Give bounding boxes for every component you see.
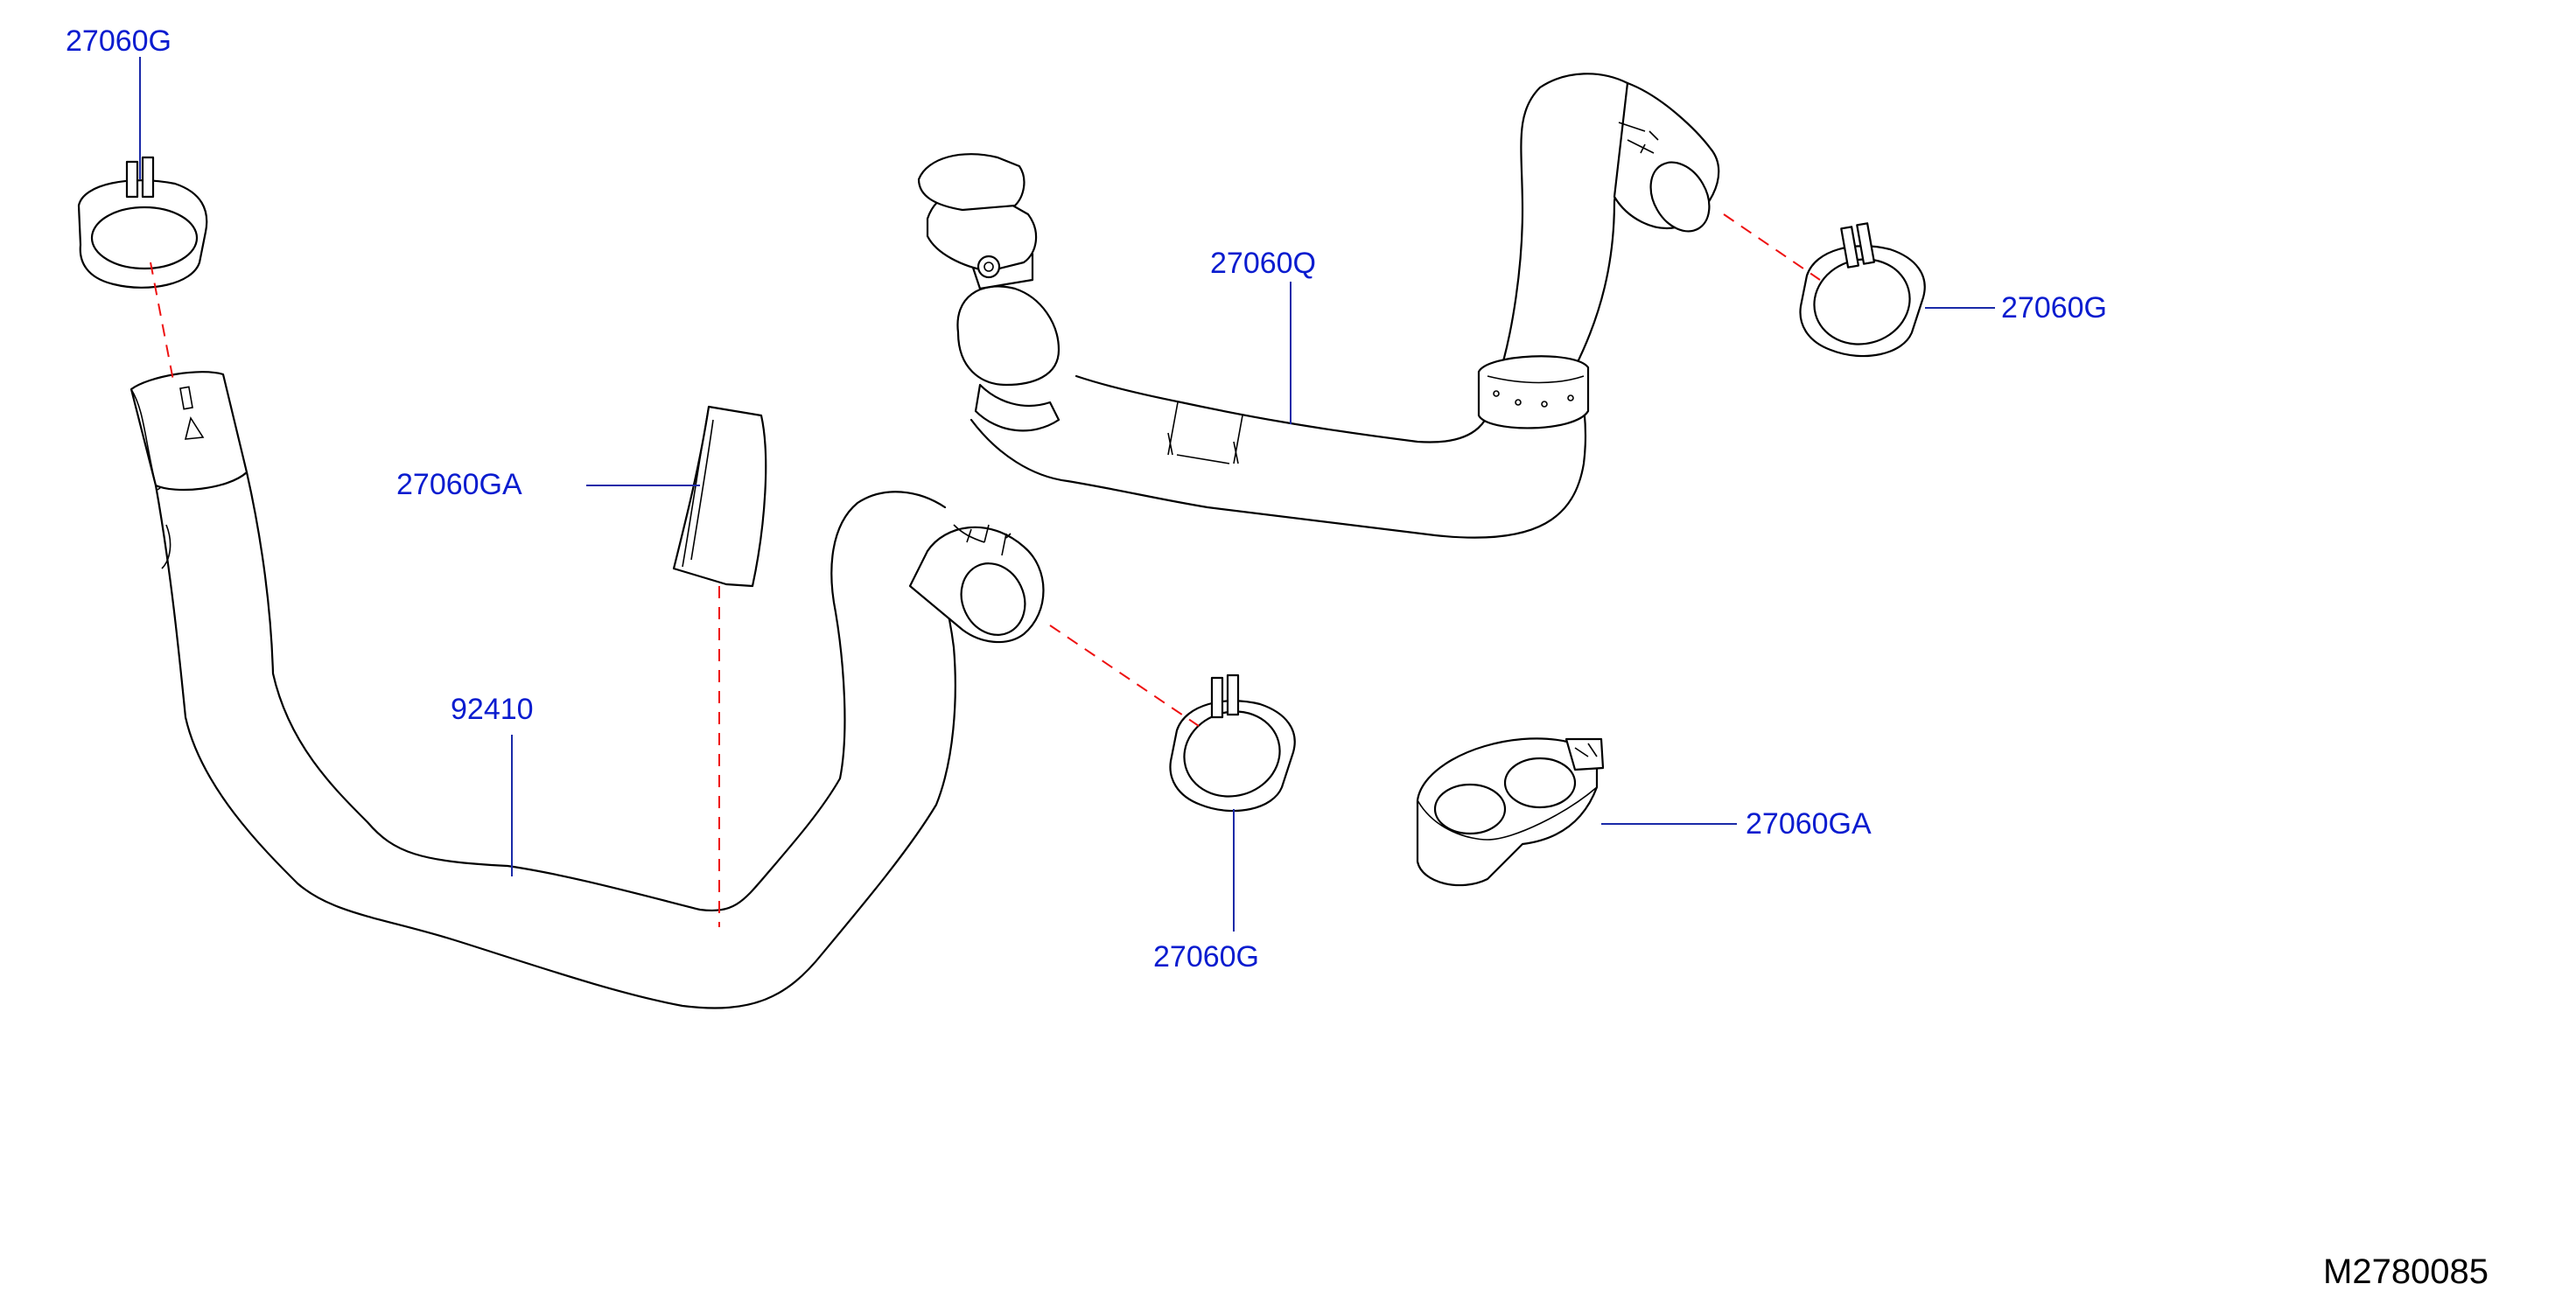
- assembly-guides: [150, 213, 1821, 927]
- label-27060G-right: 27060G: [2001, 291, 2107, 324]
- label-27060GA-left: 27060GA: [396, 468, 522, 501]
- hose-92410: [130, 371, 1045, 1009]
- label-92410: 92410: [451, 693, 534, 726]
- hose-27060Q: [917, 73, 1720, 539]
- label-27060GA-right: 27060GA: [1746, 807, 1872, 841]
- clamp-27060G-top-left: [77, 156, 208, 289]
- clamp-27060G-right: [1799, 222, 1926, 358]
- leader-lines: [139, 57, 1995, 932]
- label-27060G-bottom-mid: 27060G: [1153, 940, 1259, 974]
- bracket-27060GA-left: [672, 405, 767, 588]
- label-27060G-top-left: 27060G: [66, 24, 172, 58]
- label-27060Q: 27060Q: [1210, 247, 1316, 280]
- diagram-code: M2780085: [2323, 1253, 2488, 1291]
- bracket-27060GA-right: [1416, 737, 1605, 887]
- clamp-27060G-bottom-mid: [1169, 673, 1296, 813]
